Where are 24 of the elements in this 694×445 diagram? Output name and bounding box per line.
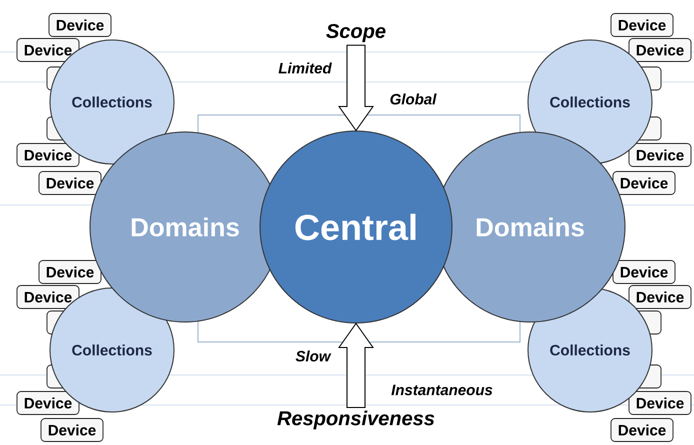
device-box: Device (610, 13, 674, 37)
device-box: Device (628, 143, 692, 167)
device-box: Device (628, 285, 692, 309)
device-box: Device (48, 13, 112, 37)
device-box: Device (16, 143, 80, 167)
device-box: Device (628, 391, 692, 415)
device-box: Device (40, 418, 104, 442)
device-box: Device (16, 285, 80, 309)
block-arrow (338, 44, 374, 132)
device-box: Device (38, 260, 102, 284)
scale-label: Global (390, 94, 437, 104)
device-box: Device (38, 171, 102, 195)
block-arrow (338, 322, 374, 408)
device-box: Device (16, 391, 80, 415)
scale-label: Slow (296, 350, 332, 362)
axis-heading: Responsiveness (277, 410, 434, 430)
device-box: Device (16, 38, 80, 62)
scale-label: Limited (278, 62, 332, 74)
device-box: Device (612, 260, 676, 284)
scale-label: Instantaneous (391, 384, 492, 396)
device-box: Device (628, 38, 692, 62)
device-box: Device (610, 418, 674, 442)
device-box: Device (612, 171, 676, 195)
axis-heading: Scope (326, 24, 386, 42)
